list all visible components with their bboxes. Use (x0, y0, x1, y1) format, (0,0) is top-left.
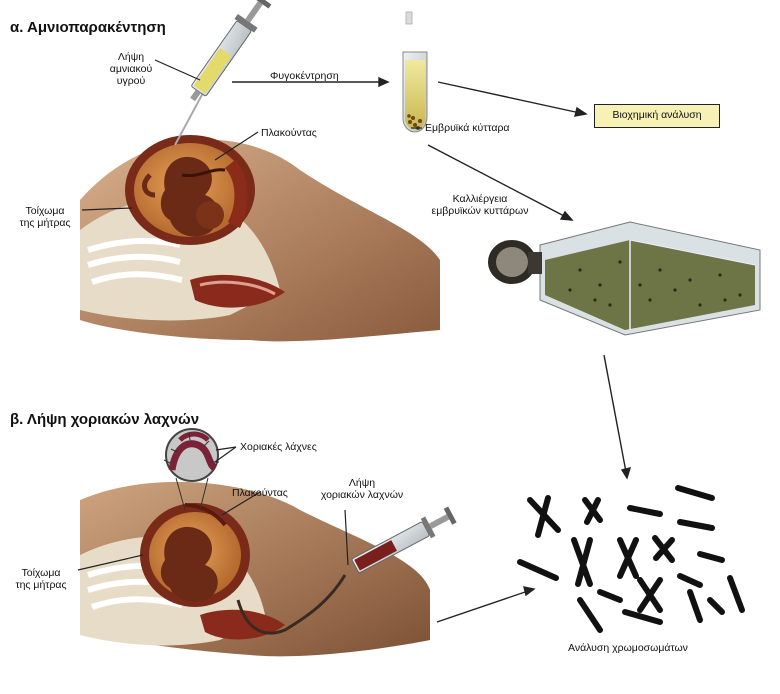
placenta-label-b: Πλακούντας (232, 487, 288, 499)
syringe-icon (351, 506, 457, 573)
chorionic-villi-magnifier-icon (163, 428, 219, 511)
amniotic-fluid-sampling-label: Λήψη αμνιακού υγρού (109, 51, 153, 87)
uterine-wall-label-b: Τοίχωμα της μήτρας (15, 567, 67, 591)
chorionic-villi-label: Χοριακές λάχνες (240, 441, 317, 453)
centrifugation-label: Φυγοκέντρηση (270, 70, 339, 82)
placenta-label-a: Πλακούντας (261, 127, 317, 139)
section-b-title: β. Λήψη χοριακών λαχνών (10, 411, 200, 428)
biochemical-analysis-box: Βιοχημική ανάλυση (594, 104, 720, 128)
culture-flask-icon (488, 221, 761, 336)
abdomen-section-a (80, 79, 440, 342)
section-a-title: α. Αμνιοπαρακέντηση (10, 19, 166, 36)
leader-lines (77, 59, 422, 571)
chorionic-villus-sampling-label: Λήψη χοριακών λαχνών (320, 477, 404, 501)
flow-arrows (232, 76, 632, 623)
test-tube-icon (402, 11, 428, 133)
abdomen-section-b (80, 481, 430, 657)
cell-culture-label: Καλλιέργεια εμβρυϊκών κυττάρων (431, 193, 529, 217)
chromosomes-icon (517, 485, 745, 633)
uterine-wall-label-a: Τοίχωμα της μήτρας (19, 205, 71, 229)
fetal-cells-label: Εμβρυϊκά κύτταρα (425, 122, 510, 134)
syringe-icon (190, 0, 272, 102)
chromosome-analysis-label: Ανάλυση χρωμοσωμάτων (568, 642, 688, 654)
